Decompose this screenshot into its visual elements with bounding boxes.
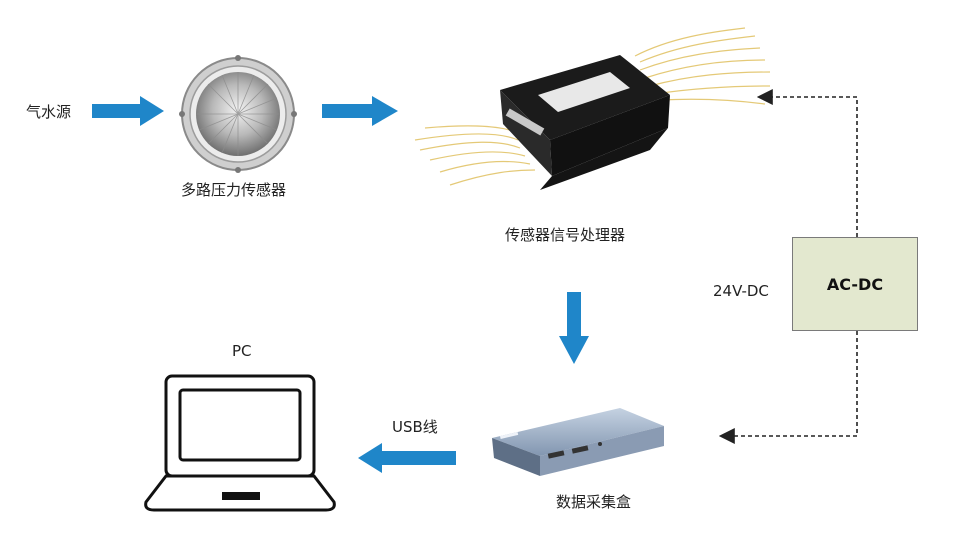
arrow-right-icon — [322, 96, 398, 126]
acdc-label: AC-DC — [826, 274, 884, 294]
power-connector-lines — [718, 89, 858, 444]
sensor-label: 多路压力传感器 — [181, 181, 287, 199]
acdc-converter-box: AC-DC — [792, 237, 918, 331]
processor-label: 传感器信号处理器 — [505, 226, 626, 244]
air-source-label: 气水源 — [26, 103, 72, 121]
usb-cable-label: USB线 — [392, 418, 438, 436]
daq-box-icon — [492, 408, 664, 476]
processor-box-icon — [414, 27, 771, 190]
dc-voltage-label: 24V-DC — [713, 282, 769, 300]
arrow-left-icon — [358, 443, 456, 473]
arrow-right-icon — [92, 96, 164, 126]
daq-label: 数据采集盒 — [556, 493, 632, 511]
sensor-disc-icon — [179, 55, 297, 173]
laptop-icon — [144, 374, 336, 512]
pc-label: PC — [232, 342, 252, 360]
arrow-down-icon — [559, 292, 589, 364]
